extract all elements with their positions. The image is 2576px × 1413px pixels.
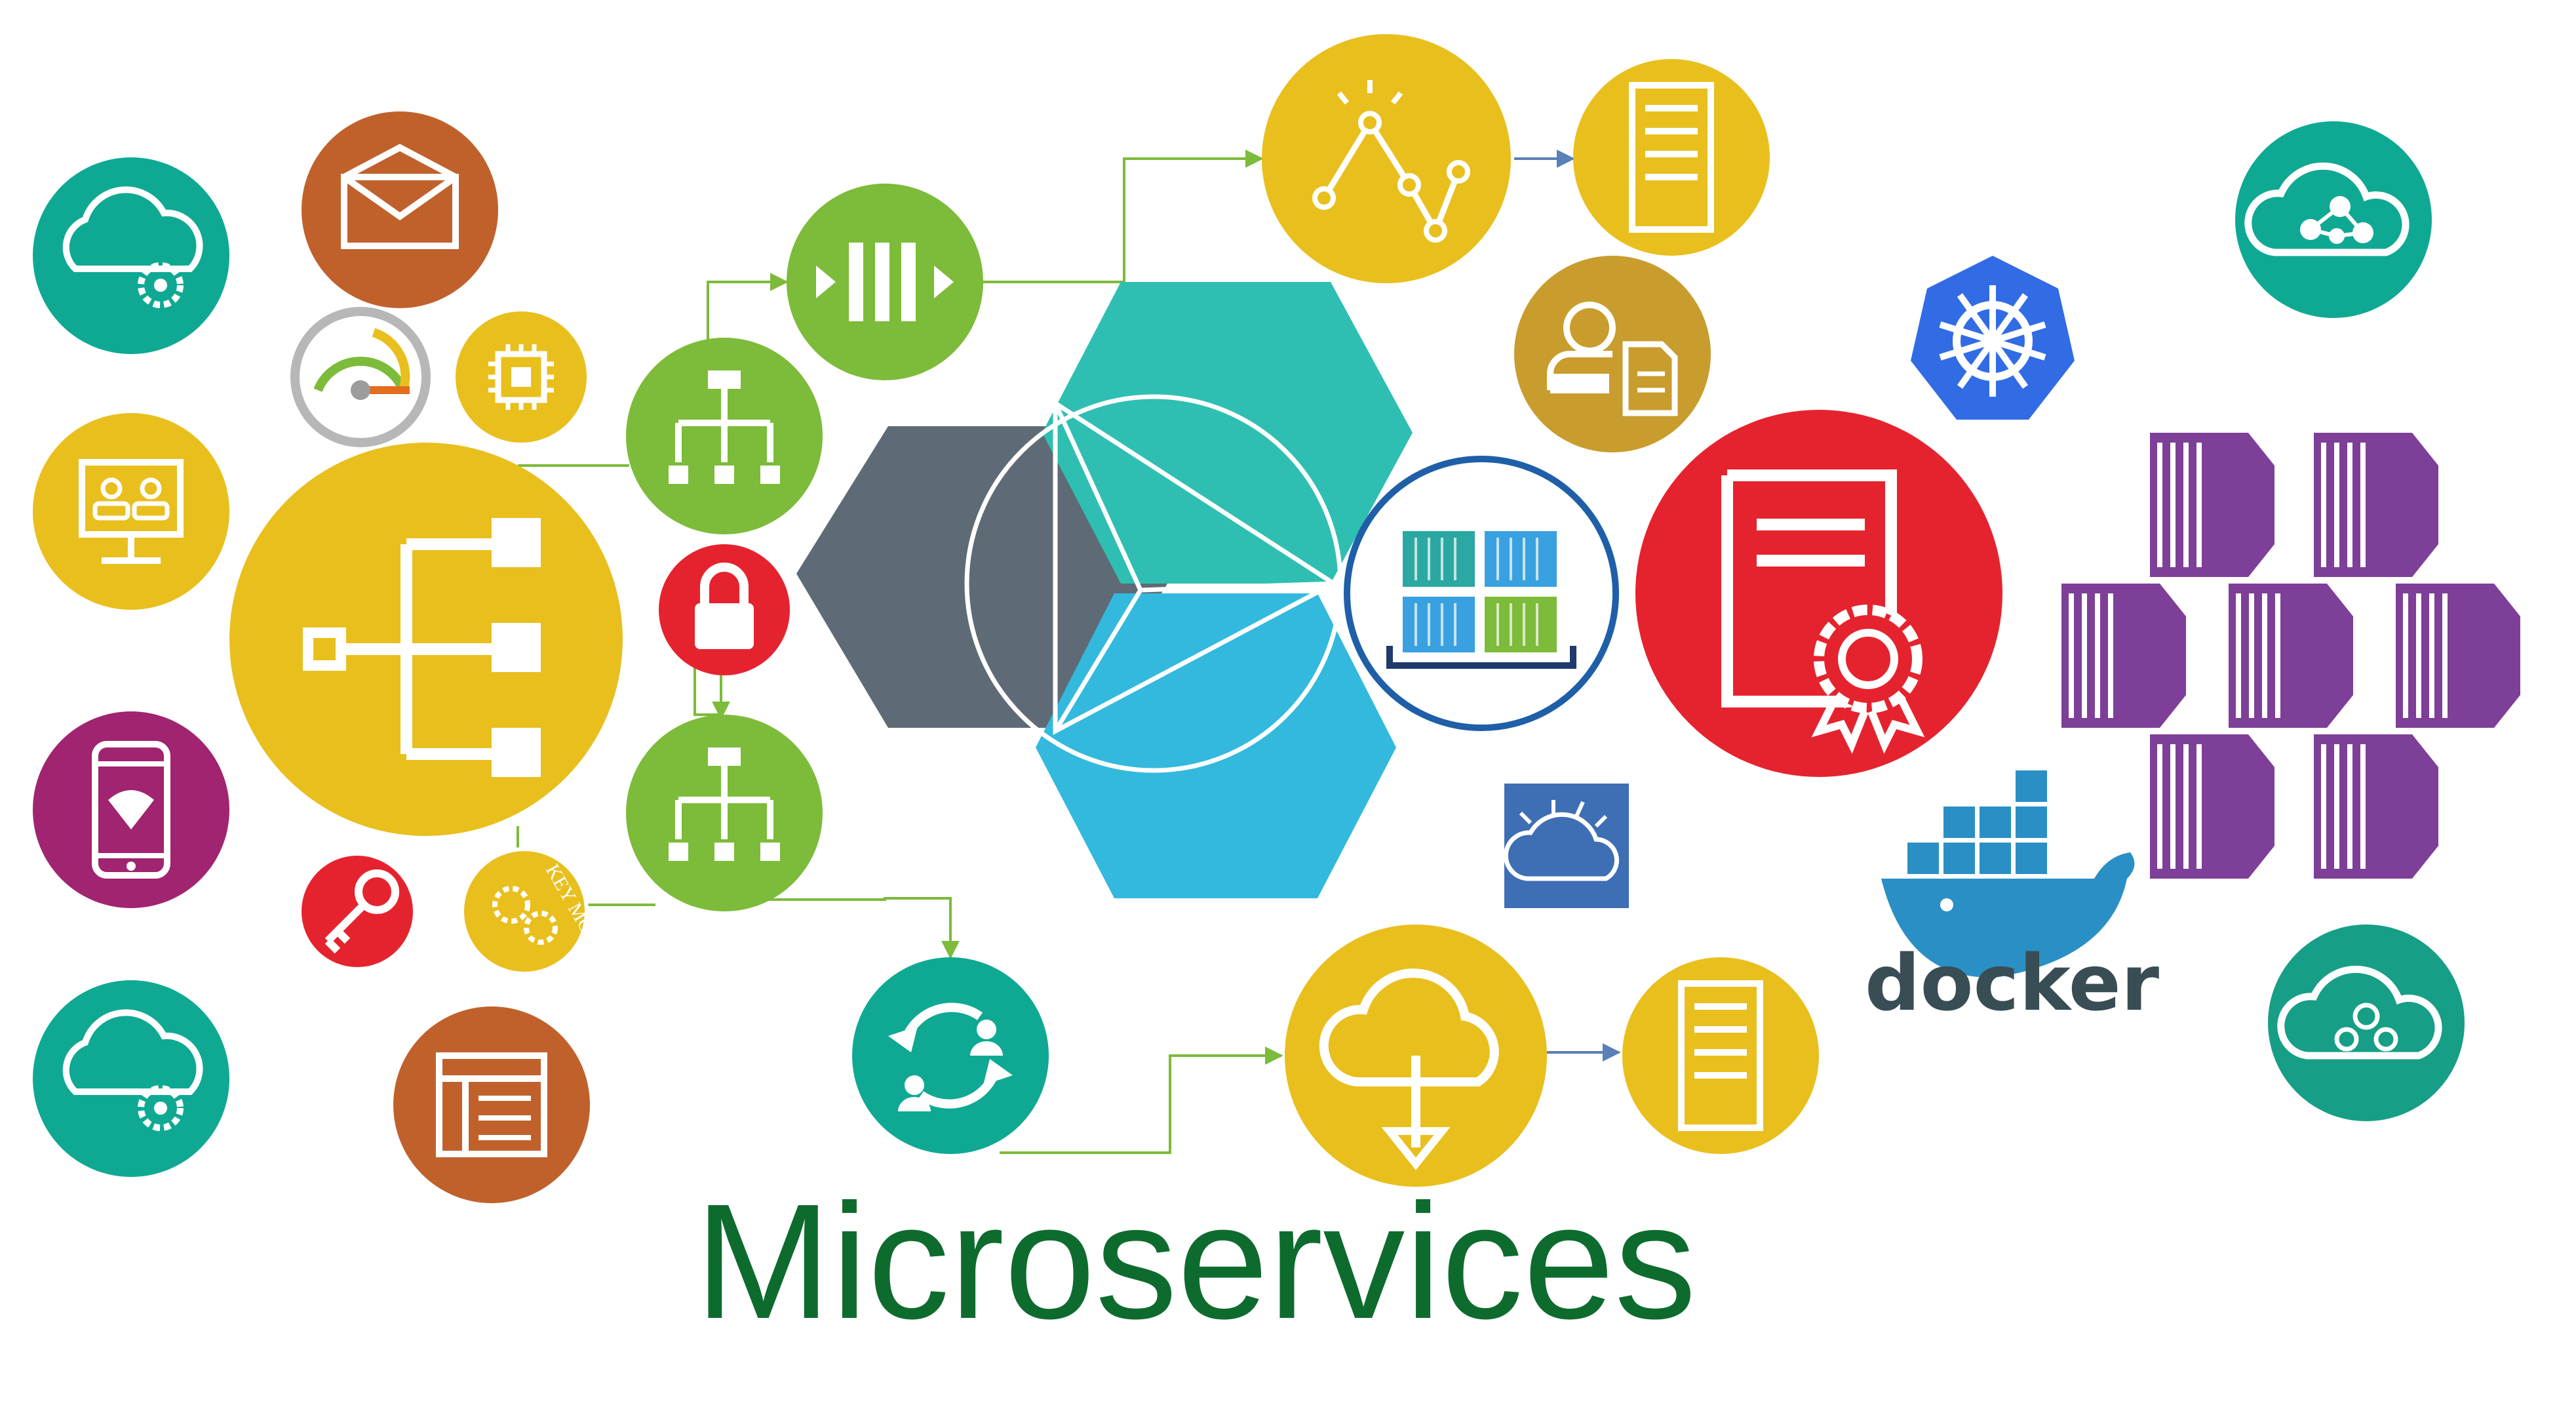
ibm-cloud-icon xyxy=(1503,784,1629,908)
mobile-wifi-icon xyxy=(33,711,229,908)
docker-logo: docker xyxy=(1865,770,2159,1028)
monitor-users-icon xyxy=(33,413,229,610)
kubernetes-icon xyxy=(1911,256,2075,420)
connector-hierarchy-to-queue xyxy=(707,273,789,357)
cloud-group-icon xyxy=(2268,925,2465,1121)
layout-icon xyxy=(393,1006,590,1203)
cloud-settings-icon-bottom xyxy=(33,980,229,1177)
central-hexagon-logo xyxy=(796,282,1413,898)
hexagon-circle-outline xyxy=(964,394,1343,773)
hexagon-center-line-2 xyxy=(1053,589,1142,732)
cloud-download-icon xyxy=(1285,925,1547,1187)
message-queue-icon xyxy=(787,184,983,380)
speedometer-icon xyxy=(290,307,431,447)
user-document-icon xyxy=(1514,256,1711,452)
gears-icon: KEY MGMT xyxy=(460,847,613,976)
connector-sync-to-cloud xyxy=(1000,1046,1283,1154)
lock-icon xyxy=(659,544,790,675)
connector-hierarchy-to-sync xyxy=(760,897,960,959)
sync-users-icon xyxy=(852,957,1049,1154)
hierarchy-icon xyxy=(229,443,623,836)
server-icon-bottom xyxy=(1622,957,1819,1154)
hexagon-blue xyxy=(1036,593,1396,898)
envelope-icon xyxy=(302,111,498,308)
hierarchy-icon-bottom xyxy=(626,715,823,911)
connectors-blue xyxy=(1514,149,1621,1062)
hexagon-triangle-outline xyxy=(1053,399,1338,735)
cloud-settings-icon xyxy=(33,157,229,354)
analytics-chart-icon xyxy=(1262,34,1511,283)
hierarchy-icon-top xyxy=(626,338,823,534)
chip-icon xyxy=(456,311,587,443)
page-title: Microservices xyxy=(695,1170,1696,1353)
hexagon-center-line-3 xyxy=(1140,581,1335,593)
container-cluster-icon xyxy=(2061,433,2520,879)
docker-whale-icon xyxy=(1881,770,2135,978)
containers-icon xyxy=(1344,456,1619,731)
hexagon-center-line xyxy=(1053,402,1143,591)
cloud-network-icon xyxy=(2235,121,2432,318)
certificate-icon xyxy=(1635,410,2002,777)
server-icon-top xyxy=(1573,59,1770,256)
connector-queue-to-analytics xyxy=(983,149,1264,283)
key-icon xyxy=(302,856,413,967)
hexagon-teal xyxy=(1042,282,1413,584)
docker-wordmark: docker xyxy=(1865,938,2159,1028)
